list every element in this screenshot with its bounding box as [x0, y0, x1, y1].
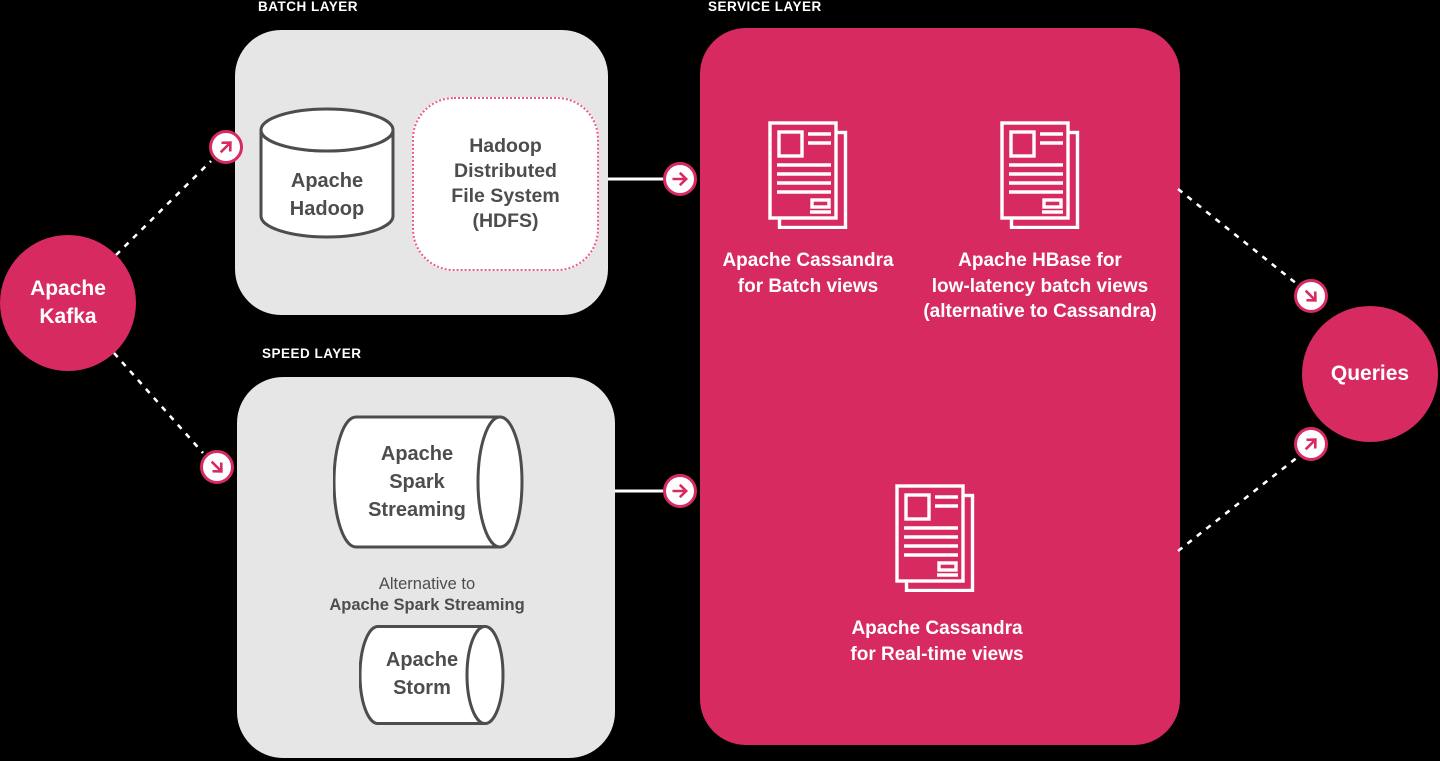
document-stack-icon: [768, 121, 848, 229]
arrow-badge-kafka-batch: [209, 130, 243, 164]
horizontal-cylinder-icon: [333, 415, 524, 549]
spark-streaming-label: Apache Spark Streaming: [368, 443, 466, 521]
queries-node: Queries: [1302, 306, 1438, 442]
cassandra-batch-label: Apache Cassandra for Batch views: [722, 250, 894, 297]
storm-note: Alternative to Apache Spark Streaming: [277, 574, 577, 616]
service-to-queries-bottom-line: [1177, 454, 1300, 553]
hdfs-label: Hadoop Distributed File System (HDFS): [451, 135, 560, 232]
arrow-badge-service-queries-top: [1294, 279, 1328, 313]
arrow-up-right-icon: [219, 141, 232, 154]
database-cylinder-icon: [259, 107, 395, 239]
cassandra-realtime-label: Apache Cassandra for Real-time views: [850, 618, 1024, 665]
service-to-queries-top-line: [1177, 187, 1298, 286]
queries-label: Queries: [1330, 362, 1410, 385]
kafka-to-batch-line: [115, 160, 212, 256]
kafka-label: Apache Kafka: [30, 277, 106, 328]
service-layer-title: SERVICE LAYER: [708, 0, 822, 14]
hbase-label: Apache HBase for low-latency batch views…: [923, 250, 1157, 322]
arrow-badge-kafka-speed: [200, 450, 234, 484]
hadoop-label: Apache Hadoop: [289, 170, 365, 220]
horizontal-cylinder-icon: [359, 625, 505, 725]
arrow-badge-batch-service: [663, 162, 697, 196]
batch-layer-title: BATCH LAYER: [258, 0, 359, 14]
kafka-node: Apache Kafka: [0, 235, 136, 371]
kafka-to-speed-line: [113, 352, 204, 454]
arrow-badge-service-queries-bottom: [1294, 427, 1328, 461]
hdfs-node: Hadoop Distributed File System (HDFS): [412, 97, 599, 271]
document-stack-icon: [895, 484, 975, 592]
document-stack-icon: [1000, 121, 1080, 229]
storm-label: Apache Storm: [385, 649, 459, 699]
arrow-down-right-icon: [210, 460, 223, 473]
storm-note-line2: Apache Spark Streaming: [329, 596, 525, 614]
arrow-right-icon: [672, 483, 689, 499]
arrow-down-right-icon: [1304, 289, 1317, 302]
arrow-badge-speed-service: [663, 474, 697, 508]
storm-note-line1: Alternative to: [378, 575, 476, 593]
speed-layer-title: SPEED LAYER: [262, 346, 362, 361]
arrow-right-icon: [672, 171, 689, 187]
arrow-up-right-icon: [1304, 438, 1317, 451]
